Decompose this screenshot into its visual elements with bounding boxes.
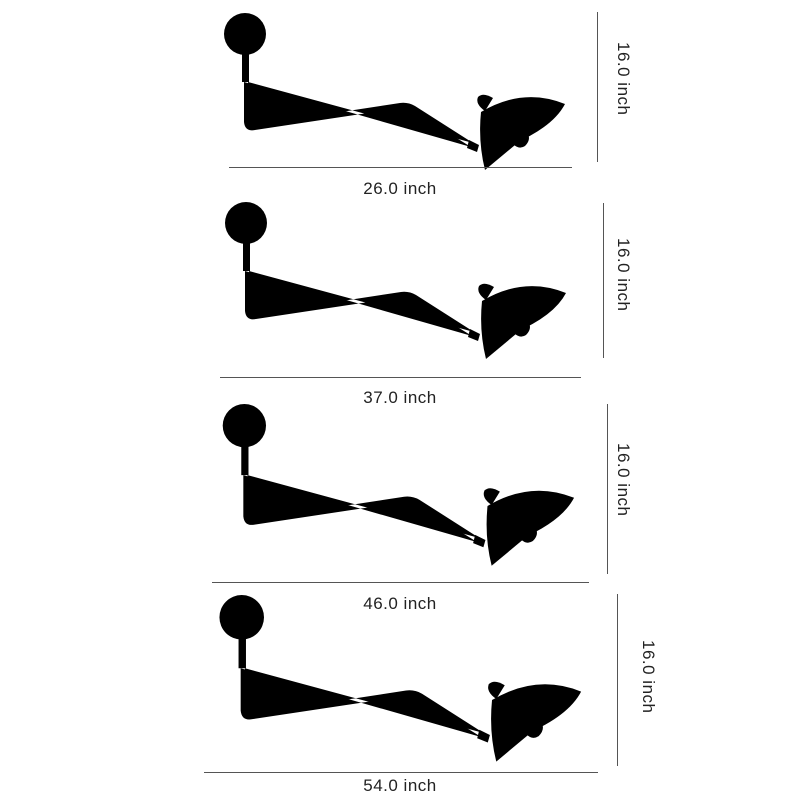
lamp-drawing-2 [225, 202, 566, 359]
panel-46-inch: 46.0 inch 16.0 inch [0, 0, 800, 613]
height-dimension-line [597, 12, 598, 162]
height-dimension-line [603, 203, 604, 358]
panel-37-inch: 37.0 inch 16.0 inch [0, 0, 800, 407]
width-dimension-line [204, 772, 598, 773]
lamp-drawing-4 [219, 595, 582, 762]
height-dimension-line [617, 594, 618, 766]
height-label: 16.0 inch [614, 238, 633, 312]
height-label: 16.0 inch [614, 443, 633, 517]
width-dimension-line [212, 582, 589, 583]
width-dimension-line [229, 167, 572, 168]
lamp-drawing-3 [222, 404, 575, 566]
width-label: 26.0 inch [363, 179, 437, 198]
height-label: 16.0 inch [639, 640, 658, 714]
height-dimension-line [607, 404, 608, 574]
width-dimension-line [220, 377, 581, 378]
width-label: 54.0 inch [363, 776, 437, 795]
width-label: 46.0 inch [363, 594, 437, 613]
width-label: 37.0 inch [363, 388, 437, 407]
panel-26-inch: 26.0 inch 16.0 inch [0, 0, 800, 200]
